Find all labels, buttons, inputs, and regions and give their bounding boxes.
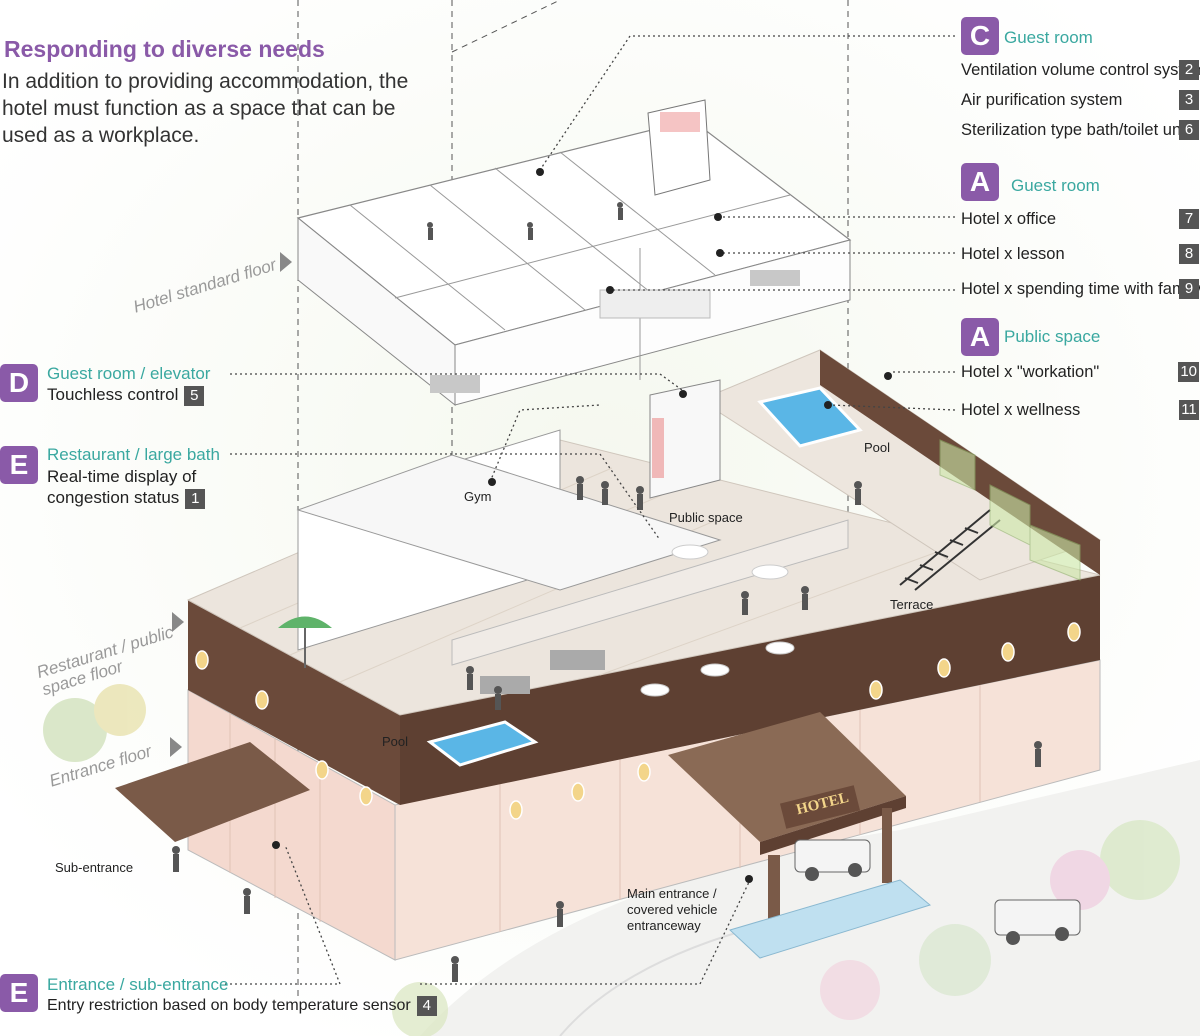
canopy-pillar-right [882,808,892,883]
badge-a-public: A [961,318,999,356]
canopy-pillar-left [768,855,780,925]
label-main-entrance-2: covered vehicle [627,902,718,917]
hotel-sign-plate [779,785,861,829]
callout-num-4: 4 [416,996,437,1016]
list-item-num: 11 [1179,400,1199,420]
list-item-label: Air purification system [961,91,1123,109]
list-item-num: 6 [1179,120,1199,140]
list-item-num: 8 [1179,244,1199,264]
pool-upper [757,386,863,448]
badge-c: C [961,17,999,55]
list-item-label: Hotel x office [961,210,1057,228]
callout-num-5: 5 [184,385,205,406]
balcony-panels [939,439,1081,581]
list-item-num: 10 [1178,362,1199,382]
callout-entrance-heading: Entrance / sub-entrance [47,975,229,994]
meeting-table [599,289,711,319]
car-2 [994,899,1081,945]
list-item-num: 3 [1179,90,1199,110]
elevator-shaft [649,379,721,499]
gym-roof-edge [296,454,722,591]
bench-2 [480,676,530,694]
interior-partition [451,519,849,666]
callout-entrance-label: Entry restriction based on body temperat… [47,997,411,1015]
callout-restaurant-label: congestion status [47,488,180,507]
callout-entrance-text: Entry restriction based on body temperat… [47,996,437,1016]
umbrella [278,616,332,668]
label-pool-bottom: Pool [382,734,409,749]
callout-elevator-label: Touchless control [47,385,179,404]
list-item: Hotel x lesson 8 [961,243,1199,265]
badge-d: D [0,364,38,402]
badge-a-guest: A [961,163,999,201]
callout-elevator-text: Touchless control 5 [47,385,205,406]
bench-1 [550,650,605,670]
page-title: Responding to diverse needs [4,36,325,62]
list-item-num: 2 [1179,60,1199,80]
list-item-label: Hotel x wellness [961,401,1081,419]
elevator-door [652,418,664,478]
brick-band-front [400,575,1100,805]
people [172,202,1042,982]
right-group-3-heading: Public space [1004,327,1101,346]
main-canopy-edge [760,796,906,855]
callout-num-1: 1 [185,488,206,509]
list-item: Hotel x wellness 11 [961,399,1199,421]
list-item-label: Sterilization type bath/toilet unit [961,121,1190,139]
beds [430,270,800,393]
list-item-num: 7 [1179,209,1199,229]
right-group-2-heading: Guest room [1011,176,1100,195]
list-item-label: Hotel x lesson [961,245,1065,263]
callout-restaurant-text1: Real-time display of [47,467,197,486]
floor-arrows [170,252,292,757]
badge-e-entrance: E [0,974,38,1012]
upper-elevator-top [660,112,700,132]
callout-restaurant-text2: congestion status 1 [47,488,206,509]
callout-dots [272,168,892,883]
wall-lights [195,622,1081,820]
sub-entrance-canopy [115,742,310,842]
intro-text: In addition to providing accommodation, … [2,70,409,147]
stairs [899,509,1001,591]
room-partitions [349,151,791,380]
label-public-space: Public space [669,510,743,525]
right-group-1-heading: Guest room [1004,28,1093,47]
water-feature [729,879,932,959]
list-item: Hotel x office 7 [961,208,1199,230]
callout-elevator-heading: Guest room / elevator [47,364,211,383]
brick-band-left [188,600,400,805]
street [420,760,1200,1036]
label-terrace: Terrace [890,597,934,612]
callout-restaurant-heading: Restaurant / large bath [47,445,220,464]
label-main-entrance-1: Main entrance / [627,886,717,901]
label-main-entrance-3: entranceway [627,918,701,933]
car-1 [794,839,871,881]
list-item: Hotel x "workation" 10 [961,361,1199,383]
tables [640,544,795,697]
list-item-num: 9 [1179,279,1199,299]
badge-e-restaurant: E [0,446,38,484]
callout-leaders [225,35,956,985]
pool-lower [426,720,539,767]
list-item-label: Ventilation volume control system [961,61,1200,79]
label-gym: Gym [464,489,492,504]
list-item: Air purification system 3 [961,89,1199,111]
list-item-label: Hotel x spending time with family [961,280,1200,298]
label-sub-entrance: Sub-entrance [55,860,134,875]
list-item-label: Hotel x "workation" [961,363,1100,381]
label-pool-top: Pool [864,440,891,455]
